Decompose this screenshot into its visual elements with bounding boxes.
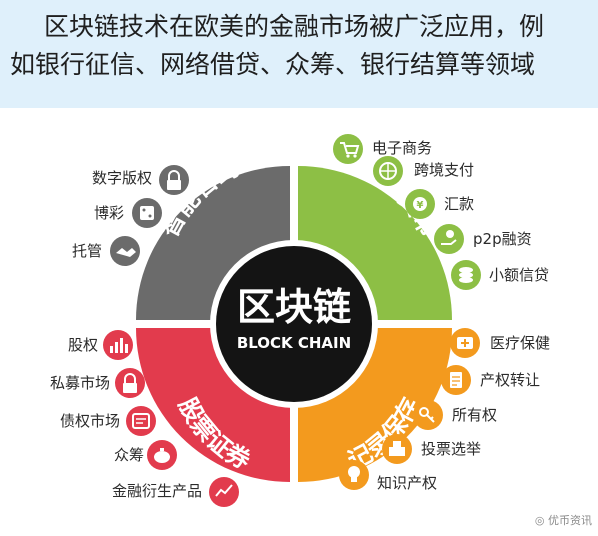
cart-icon	[333, 134, 363, 164]
lightbulb-icon	[339, 460, 369, 490]
chart-icon	[103, 330, 133, 360]
center-title: 区块链	[237, 285, 351, 329]
item-digital-copyright: 数字版权	[91, 169, 152, 187]
padlock-icon	[115, 368, 145, 398]
header-line-1: 区块链技术在欧美的金融市场被广泛应用，例	[44, 12, 545, 41]
money-transfer-icon: ¥	[405, 189, 435, 219]
item-ecommerce: 电子商务	[372, 139, 433, 157]
globe-icon	[373, 156, 403, 186]
svg-text:¥: ¥	[417, 200, 424, 211]
handshake-icon	[110, 236, 140, 266]
item-bond-market: 债权市场	[59, 412, 120, 430]
item-cross-border-payment: 跨境支付	[414, 161, 475, 179]
derivative-icon	[209, 477, 239, 507]
bond-icon	[126, 406, 156, 436]
item-gambling: 博彩	[93, 204, 124, 222]
item-microcredit: 小额信贷	[489, 266, 550, 284]
item-private-equity-market: 私募市场	[49, 374, 110, 392]
item-financial-derivatives: 金融衍生产品	[111, 482, 202, 500]
blockchain-diagram: 区块链 BLOCK CHAIN 智能合约 数字货币 股票证券 记录保存	[0, 108, 598, 532]
item-property-transfer: 产权转让	[480, 371, 541, 389]
center-circle	[216, 246, 372, 402]
key-icon	[413, 400, 443, 430]
item-intellectual-property: 知识产权	[377, 474, 438, 492]
watermark-text: 优币资讯	[548, 514, 592, 527]
watermark-logo-icon: ◎	[534, 514, 548, 527]
item-crowdfunding: 众筹	[113, 446, 144, 464]
document-icon	[441, 365, 471, 395]
header-line-2: 如银行征信、网络借贷、众筹、银行结算等领域	[10, 50, 536, 79]
item-healthcare: 医疗保健	[490, 334, 551, 352]
item-ownership: 所有权	[452, 406, 498, 424]
item-p2p-financing: p2p融资	[473, 230, 532, 248]
piggy-bank-icon	[147, 440, 177, 470]
watermark: ◎ 优币资讯	[535, 512, 592, 528]
medical-kit-icon	[450, 328, 480, 358]
coins-icon	[451, 260, 481, 290]
ballot-box-icon	[382, 434, 412, 464]
item-equity: 股权	[67, 336, 98, 354]
header-banner: 区块链技术在欧美的金融市场被广泛应用，例 如银行征信、网络借贷、众筹、银行结算等…	[0, 0, 598, 108]
item-custody: 托管	[71, 242, 102, 260]
diagram-svg: 区块链 BLOCK CHAIN 智能合约 数字货币 股票证券 记录保存	[103, 134, 481, 507]
lock-icon	[159, 165, 189, 195]
center-subtitle: BLOCK CHAIN	[237, 334, 351, 352]
item-remittance: 汇款	[444, 195, 475, 213]
item-voting: 投票选举	[421, 440, 482, 458]
dice-icon	[132, 198, 162, 228]
hand-coin-icon	[434, 224, 464, 254]
